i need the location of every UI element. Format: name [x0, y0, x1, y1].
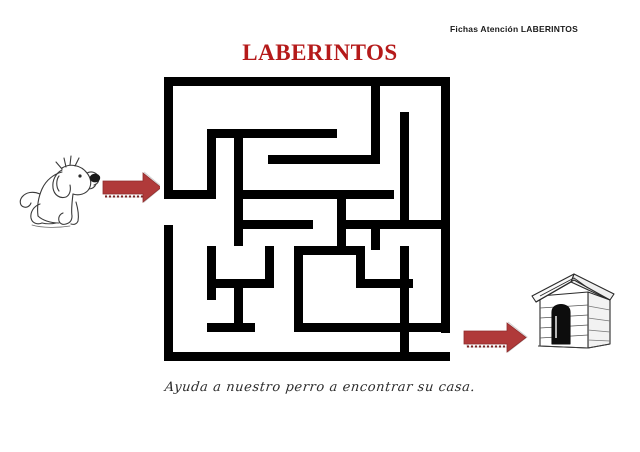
- page-title: LABERINTOS: [242, 40, 398, 65]
- doghouse-illustration: [526, 266, 618, 354]
- maze-wall: [371, 86, 380, 164]
- maze-svg: [160, 73, 454, 365]
- maze-wall: [337, 190, 346, 251]
- header-label: Fichas Atención LABERINTOS: [450, 24, 578, 34]
- end-arrow-icon: [463, 321, 528, 354]
- maze-wall: [265, 246, 274, 288]
- maze-wall: [400, 279, 409, 353]
- maze-wall: [294, 246, 303, 332]
- maze-wall: [234, 190, 394, 199]
- maze-wall: [234, 279, 243, 331]
- dog-illustration: [18, 146, 102, 232]
- maze-wall: [303, 246, 365, 255]
- maze: [160, 73, 454, 365]
- maze-wall: [207, 246, 216, 300]
- maze-wall: [371, 220, 380, 250]
- maze-wall: [207, 129, 216, 190]
- maze-wall: [207, 129, 337, 138]
- maze-wall: [164, 352, 450, 361]
- start-arrow: [100, 168, 164, 208]
- maze-wall: [365, 279, 413, 288]
- maze-wall: [243, 220, 313, 229]
- maze-wall: [207, 323, 255, 332]
- maze-wall: [234, 129, 243, 246]
- start-arrow-icon: [102, 171, 163, 204]
- maze-wall: [400, 112, 409, 225]
- instruction-caption: Ayuda a nuestro perro a encontrar su cas…: [163, 380, 477, 395]
- maze-wall: [346, 220, 446, 229]
- maze-wall: [356, 246, 365, 288]
- maze-wall: [164, 225, 173, 361]
- maze-wall: [268, 155, 380, 164]
- maze-background: [160, 73, 454, 365]
- maze-wall: [164, 77, 450, 86]
- maze-wall: [294, 323, 406, 332]
- dog-svg: [19, 155, 101, 228]
- maze-wall: [164, 77, 173, 199]
- doghouse-svg: [531, 273, 615, 349]
- maze-wall: [400, 246, 409, 300]
- end-arrow: [461, 318, 529, 358]
- maze-wall: [441, 77, 450, 333]
- maze-wall: [409, 220, 450, 229]
- maze-wall: [164, 190, 216, 199]
- maze-wall: [409, 323, 450, 332]
- maze-walls: [164, 77, 450, 361]
